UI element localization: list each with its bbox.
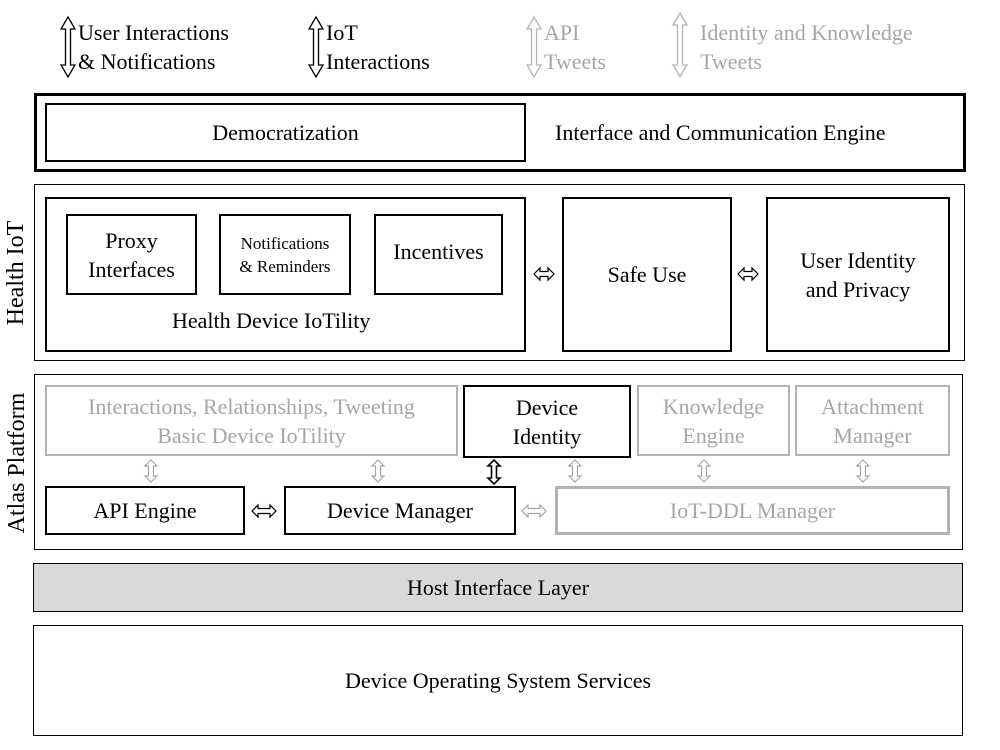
safe-use-label: Safe Use [607, 262, 687, 287]
legend-label-api: API Tweets [544, 18, 606, 76]
proxy-interfaces-box: Proxy Interfaces [66, 214, 197, 295]
host-interface-label: Host Interface Layer [406, 575, 589, 600]
host-interface-layer: Host Interface Layer [33, 563, 963, 612]
democratization-box: Democratization [45, 103, 526, 162]
device-manager-box: Device Manager [284, 486, 516, 535]
legend-arrow-user [59, 15, 77, 79]
legend-iot-line2: Interactions [326, 49, 430, 74]
legend-label-user: User Interactions & Notifications [78, 18, 229, 76]
legend-user-line1: User Interactions [78, 20, 229, 45]
arrow-attachment-ddl-manager [855, 459, 871, 483]
knowledge-engine-box: Knowledge Engine [637, 385, 790, 456]
health-device-iotility-label: Health Device IoTility [172, 308, 371, 333]
interactions-line1: Interactions, Relationships, Tweeting [88, 393, 415, 419]
interface-engine-label: Interface and Communication Engine [555, 120, 886, 145]
safe-use-box: Safe Use [562, 197, 732, 352]
incentives-box: Incentives [374, 214, 503, 295]
device-identity-box: Device Identity [463, 385, 631, 458]
arrow-identity-device-manager [486, 458, 502, 486]
attachment-line2: Manager [833, 422, 912, 448]
iot-ddl-manager-label: IoT-DDL Manager [669, 498, 836, 523]
proxy-line2: Interfaces [88, 256, 175, 282]
device-manager-label: Device Manager [327, 498, 473, 523]
attachment-line1: Attachment [821, 393, 924, 419]
arrow-safe-use-identity [737, 266, 759, 282]
api-engine-box: API Engine [45, 486, 245, 535]
user-identity-line2: and Privacy [805, 276, 911, 302]
arrow-device-manager-ddl-manager [521, 503, 547, 519]
arrow-interactions-api-engine [143, 459, 159, 483]
os-services-layer: Device Operating System Services [33, 625, 963, 736]
legend-user-line2: & Notifications [78, 49, 216, 74]
legend-identity-line2: Tweets [700, 49, 762, 74]
arrow-interactions-device-manager [370, 459, 386, 483]
legend-identity-line1: Identity and Knowledge [700, 20, 913, 45]
arrow-knowledge-ddl-manager [696, 459, 712, 483]
interactions-relationships-box: Interactions, Relationships, Tweeting Ba… [45, 385, 458, 456]
legend-label-iot: IoT Interactions [326, 18, 430, 76]
arrow-api-engine-device-manager [251, 503, 277, 519]
user-identity-line1: User Identity [800, 247, 916, 273]
legend-label-identity: Identity and Knowledge Tweets [700, 18, 913, 76]
knowledge-line1: Knowledge [662, 393, 765, 419]
atlas-platform-side-label: Atlas Platform [4, 392, 30, 534]
knowledge-line2: Engine [682, 422, 745, 448]
legend-api-line1: API [544, 20, 580, 45]
notifications-reminders-box: Notifications & Reminders [219, 214, 351, 295]
api-engine-label: API Engine [93, 498, 197, 523]
notifications-line2: & Reminders [239, 256, 331, 276]
user-identity-privacy-box: User Identity and Privacy [766, 197, 950, 352]
legend-arrow-identity [671, 11, 689, 79]
device-identity-line2: Identity [512, 423, 582, 449]
legend-arrow-api [525, 15, 543, 79]
health-iot-side-label: Health IoT [3, 220, 29, 326]
legend-api-line2: Tweets [544, 49, 606, 74]
incentives-label: Incentives [393, 239, 484, 264]
os-services-label: Device Operating System Services [344, 668, 652, 693]
interactions-line2: Basic Device IoTility [157, 422, 346, 448]
notifications-line1: Notifications [240, 233, 330, 253]
arrow-identity-ddl-manager [567, 459, 583, 483]
attachment-manager-box: Attachment Manager [795, 385, 950, 456]
proxy-line1: Proxy [105, 227, 158, 253]
iot-ddl-manager-box: IoT-DDL Manager [555, 486, 950, 535]
arrow-iotility-safe-use [533, 266, 555, 282]
democratization-label: Democratization [212, 120, 359, 145]
device-identity-line1: Device [515, 394, 579, 420]
legend-arrow-iot [307, 15, 325, 79]
legend-iot-line1: IoT [326, 20, 358, 45]
